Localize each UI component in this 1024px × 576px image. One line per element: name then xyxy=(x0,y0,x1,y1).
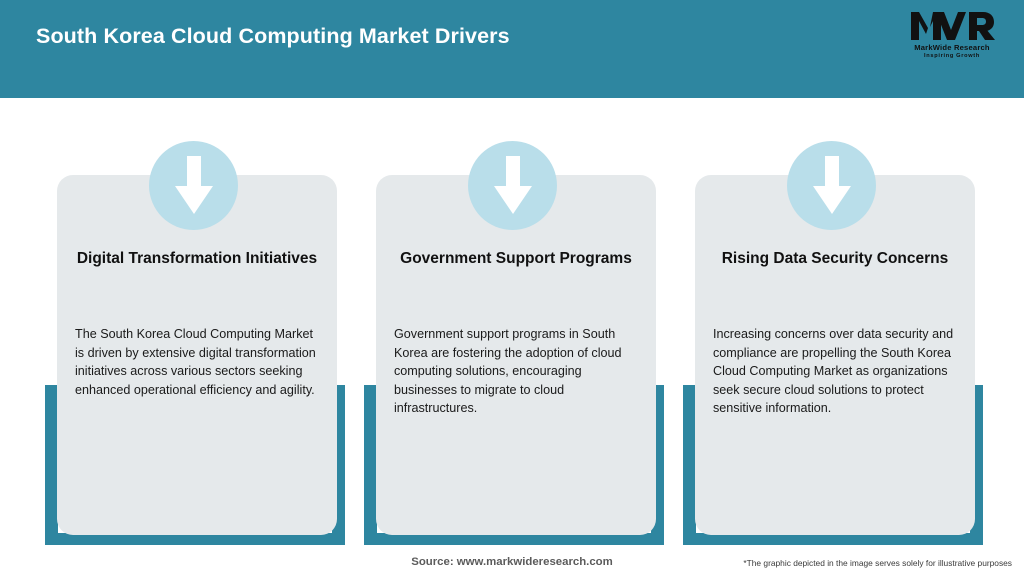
driver-card-title: Digital Transformation Initiatives xyxy=(76,250,318,267)
driver-card[interactable]: Digital Transformation Initiatives The S… xyxy=(57,175,337,535)
header-bar xyxy=(0,0,1024,98)
arrow-down-icon-badge xyxy=(468,141,557,230)
card-accent-bar-bottom xyxy=(364,533,664,545)
arrow-down-icon-badge xyxy=(149,141,238,230)
card-accent-bar-left xyxy=(364,385,377,545)
company-logo: MarkWide Research Inspiring Growth xyxy=(896,8,1008,64)
card-accent-bar-bottom xyxy=(45,533,345,545)
footer-source-text: Source: www.markwideresearch.com xyxy=(411,556,613,568)
footer-disclaimer-text: *The graphic depicted in the image serve… xyxy=(743,558,1012,568)
mwr-logo-icon xyxy=(911,12,995,40)
driver-card-title: Rising Data Security Concerns xyxy=(721,250,949,267)
arrow-down-icon-badge xyxy=(787,141,876,230)
logo-company-name: MarkWide Research xyxy=(914,43,990,52)
logo-tagline: Inspiring Growth xyxy=(924,53,980,59)
arrow-down-icon xyxy=(175,156,213,214)
driver-card-body: The South Korea Cloud Computing Market i… xyxy=(75,327,316,397)
card-accent-bar-bottom xyxy=(683,533,983,545)
arrow-down-icon xyxy=(813,156,851,214)
driver-card-group-3: Rising Data Security Concerns Increasing… xyxy=(683,0,1003,576)
driver-card-title: Government Support Programs xyxy=(400,250,632,267)
driver-card-group-1: Digital Transformation Initiatives The S… xyxy=(45,0,365,576)
driver-card[interactable]: Government Support Programs Government s… xyxy=(376,175,656,535)
driver-card-body: Government support programs in South Kor… xyxy=(394,327,622,415)
card-accent-bar-left xyxy=(683,385,696,545)
driver-card-body: Increasing concerns over data security a… xyxy=(713,327,954,415)
driver-card[interactable]: Rising Data Security Concerns Increasing… xyxy=(695,175,975,535)
page-title: South Korea Cloud Computing Market Drive… xyxy=(36,24,510,48)
card-accent-bar-left xyxy=(45,385,58,545)
driver-card-group-2: Government Support Programs Government s… xyxy=(364,0,684,576)
arrow-down-icon xyxy=(494,156,532,214)
